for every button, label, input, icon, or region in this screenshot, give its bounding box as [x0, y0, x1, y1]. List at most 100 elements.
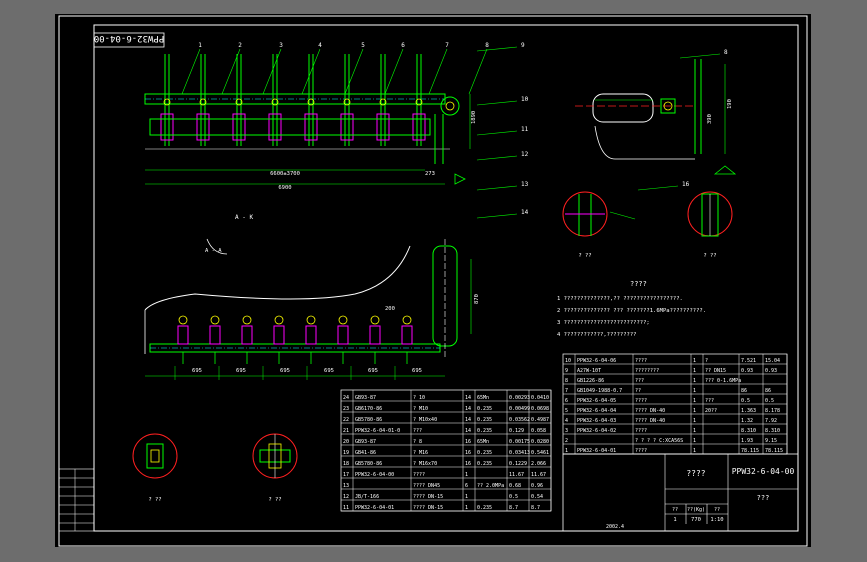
bom-mid-cell: 0.4987	[531, 417, 549, 423]
balloon-number: 7	[445, 42, 449, 49]
bom-mid-cell: ? M16	[413, 450, 428, 456]
nozzle-head	[178, 315, 188, 325]
lance-joint	[235, 98, 243, 106]
bom-mid-cell: 0.5461	[531, 450, 549, 456]
lance-joint	[163, 98, 171, 106]
bom-mid-cell: 0.68	[509, 483, 521, 489]
lance-sleeve	[160, 113, 174, 141]
detail-b-label: ? ??	[703, 253, 716, 259]
bom-right-cell: 5	[565, 408, 568, 414]
bom-mid-cell: 22	[343, 417, 349, 423]
bom-right-cell: 1	[693, 378, 696, 384]
bom-right-cell: 7.92	[765, 418, 777, 424]
leader-line	[301, 48, 321, 95]
bom-mid-cell: JB/T-166	[355, 494, 379, 500]
bom-right-cell: ????	[635, 398, 647, 404]
bom-right-cell: PPW32-6-04-04	[577, 408, 616, 414]
bom-mid-cell: 0.235	[477, 461, 492, 467]
bom-mid-cell: 0.03562	[509, 417, 530, 423]
revision-strip	[58, 468, 95, 532]
bom-right-cell: 1.32	[741, 418, 753, 424]
bom-right-cell: 7	[565, 388, 568, 394]
bom-mid-cell: 0.235	[477, 505, 492, 511]
bom-right-cell: 86	[741, 388, 747, 394]
bom-right-cell: 8	[565, 378, 568, 384]
bom-mid-cell: 14	[465, 395, 471, 401]
bom-mid-cell: PPW32-6-04-01-0	[355, 428, 400, 434]
bom-right-cell: PPW32-6-04-02	[577, 428, 616, 434]
bom-right-cell: 1	[693, 358, 696, 364]
lance-sleeve	[340, 113, 354, 141]
bom-mid-cell: 12	[343, 494, 349, 500]
bom-mid-cell: ?? 2.0MPa	[477, 483, 504, 489]
bom-mid-cell: 19	[343, 450, 349, 456]
leader-line	[476, 100, 518, 106]
bom-right-cell: 1	[693, 388, 696, 394]
note-4: 4 ????????????,?????????	[557, 332, 636, 338]
bom-mid-cell: PPW32-6-04-01	[355, 505, 394, 511]
bom-mid-cell: 1	[465, 505, 468, 511]
pitch-dim-label: 695	[412, 368, 422, 374]
section-nozzle-group	[177, 315, 413, 364]
bom-mid-cell: 6	[465, 483, 468, 489]
title-ratio-label: ??	[714, 507, 720, 513]
dim-misc1: 273	[425, 171, 435, 177]
bom-right-cell: ???? DN-40	[635, 408, 665, 414]
detail-circle-d: ? ??	[252, 433, 298, 503]
bom-mid-cell: 16	[465, 461, 471, 467]
balloon-number: 11	[521, 126, 529, 133]
balloon-number: 1	[198, 42, 202, 49]
nozzle-head	[338, 315, 348, 325]
bom-right-cell: 20??	[705, 408, 717, 414]
bom-mid-cell: GB93-87	[355, 395, 376, 401]
bom-right-cell: 1	[565, 448, 568, 454]
lance-joint	[271, 98, 279, 106]
lance-joint	[379, 98, 387, 106]
bom-mid-cell: 21	[343, 428, 349, 434]
bom-right-cell: PPW32-6-04-03	[577, 418, 616, 424]
bom-mid-cell: GB6170-86	[355, 406, 382, 412]
detail-circle-a: ? ??	[562, 191, 636, 259]
lance-sleeve	[376, 113, 390, 141]
bom-mid-cell: 23	[343, 406, 349, 412]
nozzle-body	[273, 325, 285, 345]
lance-joint	[415, 98, 423, 106]
leader-line	[384, 48, 404, 95]
balloon-number: 3	[279, 42, 283, 49]
section-label: A - A	[205, 248, 222, 254]
leader-line	[476, 185, 518, 191]
leader-line	[679, 53, 721, 59]
nozzle-head	[402, 315, 412, 325]
bom-right-cell: 9	[565, 368, 568, 374]
section-label-2: A - K	[235, 214, 253, 221]
bom-right-cell: 8.178	[765, 408, 780, 414]
dim-misc3: 390	[707, 114, 713, 124]
pitch-dim-label: 695	[368, 368, 378, 374]
dim-overall-bottom: 6900	[278, 185, 291, 191]
bom-right-cell: 1	[693, 428, 696, 434]
bom-right-cell: 78.115	[741, 448, 759, 454]
nozzle-head	[242, 315, 252, 325]
bom-mid-cell: 0.0410	[531, 395, 549, 401]
leader-line	[476, 155, 518, 161]
bom-mid-cell: 17	[343, 472, 349, 478]
lance-group	[160, 54, 426, 146]
leader-line	[637, 185, 679, 191]
bom-mid-cell: 0.235	[477, 450, 492, 456]
balloon-number: 16	[682, 181, 690, 188]
bom-right-cell: ????	[635, 358, 647, 364]
bom-mid-cell: 20	[343, 439, 349, 445]
bom-right-cell: 4	[565, 418, 568, 424]
bom-mid-cell: 0.00175	[509, 439, 530, 445]
title-qty: 1	[673, 517, 676, 523]
bom-mid-cell: 0.235	[477, 406, 492, 412]
bom-right-cell: 6	[565, 398, 568, 404]
leader-line	[181, 48, 201, 95]
balloon-number: 9	[521, 42, 525, 49]
bom-mid-cell: ? 10	[413, 395, 425, 401]
pitch-dim-label: 695	[280, 368, 290, 374]
dim-misc2: 200	[385, 306, 395, 312]
bom-right-cell: 1	[693, 418, 696, 424]
